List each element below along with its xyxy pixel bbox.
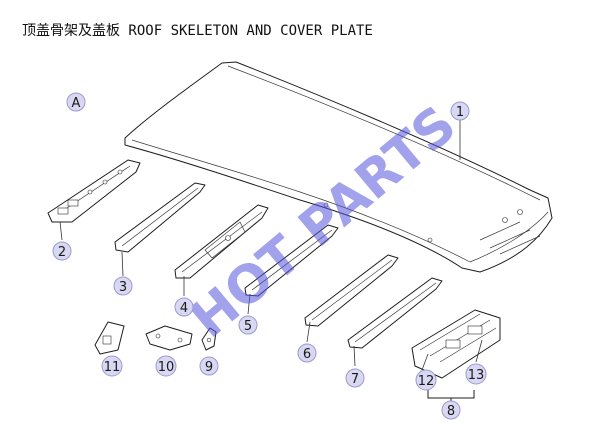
part-10-bracket: [145, 325, 193, 351]
part-4-roof-bow-bracket: [174, 204, 269, 279]
callout-3-text: 3: [119, 280, 127, 295]
part-12-13-rear-header: [411, 309, 501, 379]
part-1-roof-panel: [124, 61, 553, 273]
callout-10: 10: [155, 355, 177, 377]
callout-13-text: 13: [468, 368, 485, 383]
part-3-roof-bow: [114, 182, 206, 253]
part-11-bracket: [94, 321, 125, 355]
part-9-clip: [201, 327, 217, 351]
callout-6-text: 6: [303, 347, 311, 362]
callout-7-text: 7: [351, 372, 359, 387]
callout-12-text: 12: [418, 374, 435, 389]
callout-8: 8: [441, 400, 461, 420]
callout-2-text: 2: [58, 245, 66, 260]
callout-11-text: 11: [104, 360, 121, 375]
callout-12: 12: [415, 369, 437, 391]
bracket-8: [427, 390, 475, 402]
part-7-roof-bow: [347, 277, 443, 349]
callout-5-text: 5: [244, 319, 252, 334]
callout-5: 5: [238, 315, 258, 335]
callout-11: 11: [101, 355, 123, 377]
callout-1-text: 1: [456, 105, 464, 120]
callout-6: 6: [297, 343, 317, 363]
part-5-roof-bow: [244, 224, 339, 297]
callout-9: 9: [199, 356, 219, 376]
callout-2: 2: [52, 241, 72, 261]
callout-10-text: 10: [158, 360, 175, 375]
callout-3: 3: [113, 276, 133, 296]
callout-4: 4: [174, 297, 194, 317]
diagram-title: 顶盖骨架及盖板 ROOF SKELETON AND COVER PLATE: [22, 23, 373, 39]
callout-7: 7: [345, 368, 365, 388]
callout-8-text: 8: [447, 404, 455, 419]
callout-9-text: 9: [205, 360, 213, 375]
view-label-text: A: [72, 96, 81, 111]
callout-4-text: 4: [180, 301, 188, 316]
view-label: A: [66, 92, 86, 112]
part-6-roof-bow: [304, 254, 399, 327]
callout-1: 1: [450, 101, 470, 121]
callout-13: 13: [465, 363, 487, 385]
leader-lines: [59, 120, 483, 371]
part-2-front-header: [47, 159, 141, 223]
